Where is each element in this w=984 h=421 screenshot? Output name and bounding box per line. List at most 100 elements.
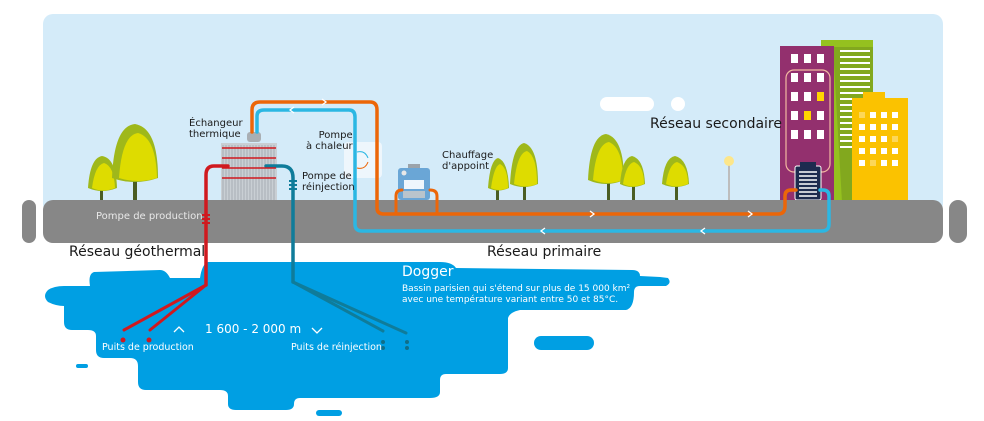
- reinjection-well-dot: [381, 346, 385, 350]
- exchanger-label: Échangeur thermique: [189, 118, 243, 140]
- primary-hot-pipe: [250, 100, 798, 216]
- flow-arrow-right-icon: [747, 210, 754, 218]
- production-pipe: [204, 164, 230, 287]
- production-branch-2: [148, 283, 208, 332]
- window: [804, 73, 811, 82]
- reinjection-pipe: [264, 164, 295, 284]
- depth-label: 1 600 - 2 000 m: [205, 322, 302, 336]
- backup-heating-label-line1: Chauffage: [442, 150, 494, 161]
- backup-heating-label: Chauffage d'appoint: [442, 150, 494, 172]
- window-stripe: [840, 92, 870, 94]
- window: [859, 136, 865, 142]
- flow-arrow-left-icon: [699, 227, 706, 235]
- flow-arrow-right-icon: [589, 210, 596, 218]
- flow-arrows: [173, 98, 754, 334]
- backup-heating-label-line2: d'appoint: [442, 160, 490, 172]
- window: [870, 112, 876, 118]
- window: [804, 92, 811, 101]
- production-wells-label: Puits de production: [102, 342, 194, 353]
- window: [791, 54, 798, 63]
- reinjection-pump: [289, 180, 297, 190]
- cloud: [600, 97, 654, 111]
- window: [881, 136, 887, 142]
- window: [859, 112, 865, 118]
- cloud: [671, 97, 685, 111]
- window: [859, 160, 865, 166]
- window: [817, 111, 824, 120]
- production-pump: [202, 214, 210, 224]
- window: [892, 124, 898, 130]
- reinjection-wells-label: Puits de réinjection: [291, 342, 382, 353]
- secondary-network-label: Réseau secondaire: [650, 116, 782, 132]
- heat-pump-label: Pompe à chaleur: [306, 130, 353, 152]
- heat-pump-coil: [356, 161, 369, 169]
- window-stripe: [840, 74, 870, 76]
- window: [892, 136, 898, 142]
- window: [870, 136, 876, 142]
- window: [791, 92, 798, 101]
- production-well-dot: [120, 337, 126, 343]
- window: [817, 130, 824, 139]
- flow-arrow-right-icon: [321, 98, 328, 106]
- window: [804, 130, 811, 139]
- backup-boiler: [398, 164, 430, 200]
- primary-cold-pipe: [255, 108, 831, 233]
- primary-network-label: Réseau primaire: [487, 244, 602, 260]
- window: [870, 124, 876, 130]
- buildings: [780, 40, 908, 202]
- window: [881, 112, 887, 118]
- aquifer-dogger: [45, 262, 670, 416]
- window: [859, 124, 865, 130]
- production-pump-label: Pompe de production: [96, 211, 203, 222]
- reinjection-well-dot: [405, 346, 409, 350]
- window: [859, 148, 865, 154]
- window: [791, 130, 798, 139]
- depth-up-icon: [173, 326, 185, 333]
- ground-end-left: [22, 200, 36, 243]
- ground-end-right: [949, 200, 967, 243]
- reinjection-well-dot: [381, 340, 385, 344]
- reinjection-pump-label-line2: réinjection: [302, 181, 355, 193]
- window: [892, 112, 898, 118]
- window: [892, 160, 898, 166]
- heat-exchanger: [221, 132, 277, 201]
- window: [791, 111, 798, 120]
- exchanger-heat-lines: [222, 147, 276, 179]
- window-stripe: [840, 68, 870, 70]
- reinjection-well-dot: [405, 340, 409, 344]
- window: [881, 148, 887, 154]
- window: [817, 92, 824, 101]
- window: [870, 148, 876, 154]
- window-stripe: [840, 62, 870, 64]
- heat-pump-label-line2: à chaleur: [306, 140, 353, 152]
- tree-group-left: [88, 124, 158, 201]
- dogger-description: Bassin parisien qui s'étend sur plus de …: [402, 284, 630, 307]
- reinjection-pump-label: Pompe de réinjection: [302, 171, 355, 193]
- window: [881, 160, 887, 166]
- heat-pump-label-line1: Pompe: [318, 130, 353, 141]
- window-stripe: [840, 50, 870, 52]
- tree-group-middle: [488, 134, 689, 200]
- window: [881, 124, 887, 130]
- window: [804, 54, 811, 63]
- flow-arrow-left-icon: [539, 227, 546, 235]
- window-stripe: [840, 86, 870, 88]
- window: [892, 148, 898, 154]
- geothermal-pipes: [122, 164, 408, 335]
- reinjection-pump-label-line1: Pompe de: [302, 171, 352, 182]
- window-stripe: [840, 56, 870, 58]
- window: [817, 54, 824, 63]
- boiler-loop: [394, 188, 439, 216]
- street-lamp: [724, 156, 734, 200]
- window: [804, 111, 811, 120]
- geothermal-network-label: Réseau géothermal: [69, 244, 206, 260]
- reinjection-branch-2: [291, 280, 408, 335]
- heat-pump-coil: [356, 151, 369, 159]
- exchanger-label-line2: thermique: [189, 128, 241, 140]
- window-stripe: [840, 80, 870, 82]
- production-well-dot: [146, 337, 152, 343]
- depth-down-icon: [311, 327, 323, 334]
- exchanger-label-line1: Échangeur: [189, 118, 243, 129]
- dogger-description-line1: Bassin parisien qui s'étend sur plus de …: [402, 284, 631, 294]
